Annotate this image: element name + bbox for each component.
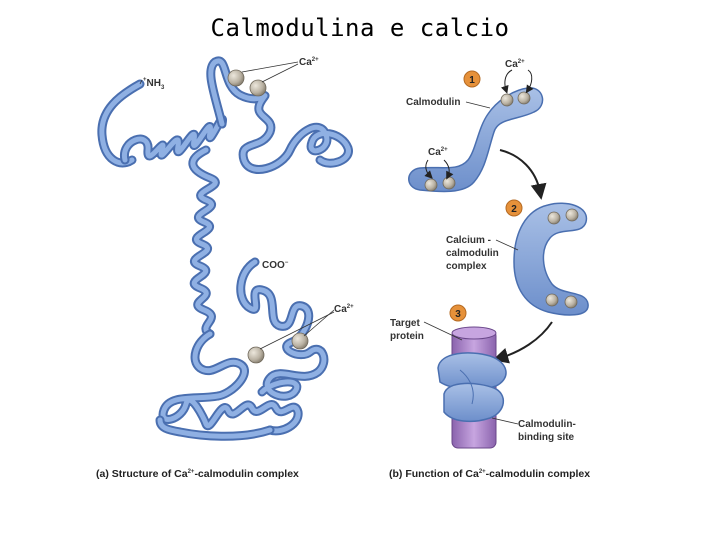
calcium-ion [249,79,267,97]
slide-title: Calmodulina e calcio [210,14,510,42]
calmodulin-ribbon-structure [97,56,353,441]
calmodulin-label: Calmodulin [406,97,460,108]
binding-site-label-line1: Calmodulin- [518,419,576,430]
nh3-label: +NH3 [143,77,165,91]
ca-label-b-top: Ca2+ [505,59,525,70]
calcium-ion [517,91,531,105]
step-badge-1: 1 [463,70,481,88]
coo-label: COO− [262,260,289,271]
complex-label-line2: calmodulin [446,248,499,259]
calcium-ion [565,208,579,222]
complex-label-line3: complex [446,261,487,272]
step-badge-2: 2 [505,199,523,217]
binding-site-label-line2: binding site [518,432,575,443]
step-badge-3: 3 [449,304,467,322]
calcium-calmodulin-complex-shape [513,202,589,316]
ca-label-bottom: Ca2+ [334,304,354,315]
calcium-ion [545,293,559,307]
calmodulin-wrapped [437,352,507,423]
svg-text:1: 1 [469,75,475,86]
calcium-ion [547,211,561,225]
target-label-line1: Target [390,318,420,329]
caption-panel-b: (b) Function of Ca2+-calmodulin complex [389,468,590,480]
calcium-ion [227,69,245,87]
caption-panel-a: (a) Structure of Ca2+-calmodulin complex [96,468,299,480]
target-label-line2: protein [390,331,424,342]
svg-text:3: 3 [455,309,461,320]
calcium-ion [424,178,438,192]
ca-label-b-mid: Ca2+ [428,147,448,158]
calcium-ion [564,295,578,309]
calcium-ion [500,93,514,107]
calcium-ion [247,346,265,364]
complex-label-line1: Calcium - [446,235,491,246]
svg-text:2: 2 [511,204,517,215]
calcium-ion [442,176,456,190]
ca-label-top: Ca2+ [299,57,319,68]
calcium-ion [291,332,309,350]
